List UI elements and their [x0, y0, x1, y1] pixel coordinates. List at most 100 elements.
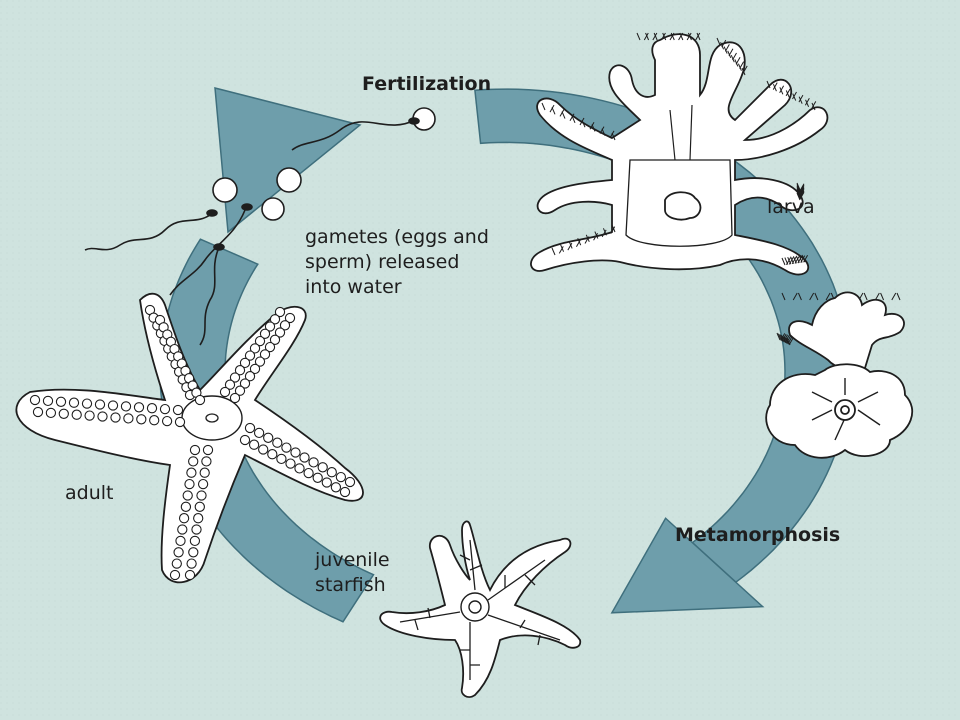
- tube-foot-mark: [32, 406, 44, 418]
- cilium-mark: [593, 232, 599, 241]
- cilium-mark: [653, 32, 658, 41]
- tube-foot-mark: [272, 437, 283, 448]
- tube-foot-mark: [193, 513, 204, 524]
- label-adult: adult: [65, 482, 114, 504]
- tube-foot-mark: [178, 513, 190, 524]
- label-larva: larva: [767, 196, 815, 218]
- cilium-mark: [660, 32, 666, 41]
- cilium-mark: [792, 256, 797, 264]
- cilium-mark: [783, 336, 788, 344]
- larva-cilia: [541, 32, 901, 346]
- tube-foot-mark: [254, 356, 266, 367]
- tube-foot-mark: [234, 385, 246, 396]
- cilium-mark: [579, 117, 585, 126]
- cilium-mark: [781, 292, 786, 301]
- tube-foot-mark: [42, 395, 54, 407]
- cilium-mark: [792, 91, 797, 100]
- larva-illustration: [530, 33, 829, 276]
- tube-foot-mark: [169, 569, 181, 581]
- label-metamorphosis: Metamorphosis: [675, 524, 841, 546]
- tube-foot-mark: [254, 335, 266, 347]
- cilium-mark: [669, 32, 675, 41]
- cycle-arrowhead-metamorphosis: [610, 517, 765, 614]
- tube-foot-mark: [191, 524, 202, 535]
- tube-foot-mark: [45, 407, 57, 419]
- tube-foot-mark: [184, 569, 196, 581]
- cilium-mark: [567, 242, 573, 251]
- cilium-mark: [799, 187, 805, 196]
- tube-foot-mark: [194, 394, 206, 406]
- cilium-mark: [825, 292, 831, 301]
- tube-foot-mark: [159, 403, 171, 415]
- cilium-mark: [610, 226, 616, 234]
- tube-foot-mark: [259, 328, 271, 339]
- adult-tube-feet: [29, 304, 356, 581]
- tube-foot-mark: [146, 403, 158, 414]
- label-gametes-line2: sperm) released: [305, 251, 460, 273]
- tube-foot-mark: [229, 372, 241, 383]
- sperm-icon: [84, 214, 211, 251]
- cilium-mark: [662, 32, 667, 41]
- tube-foot-mark: [239, 378, 251, 389]
- cilium-mark: [788, 337, 794, 345]
- tube-foot-mark: [269, 334, 281, 345]
- tube-foot-mark: [321, 477, 332, 488]
- cilium-mark: [805, 99, 810, 108]
- tube-foot-mark: [269, 314, 281, 325]
- tube-foot-mark: [339, 486, 351, 498]
- cilium-mark: [814, 292, 819, 301]
- cilium-mark: [584, 236, 590, 244]
- cilium-mark: [599, 126, 605, 134]
- cilium-mark: [792, 292, 798, 301]
- metamorphosing-larva-illustration: [765, 291, 914, 459]
- cilium-mark: [696, 32, 701, 41]
- sperm-icon: [169, 209, 246, 296]
- tube-foot-mark: [303, 467, 314, 479]
- cilium-mark: [785, 337, 790, 345]
- cilium-mark: [568, 241, 573, 249]
- cilium-mark: [591, 124, 596, 132]
- tube-foot-mark: [177, 524, 188, 535]
- cilium-mark: [730, 54, 735, 63]
- tube-foot-mark: [71, 409, 82, 420]
- cilium-mark: [551, 247, 556, 256]
- cilium-mark: [796, 189, 801, 198]
- cilium-mark: [561, 111, 566, 119]
- adult-starfish-illustration: [15, 292, 364, 584]
- cilium-mark: [594, 231, 599, 239]
- cilium-mark: [796, 184, 801, 192]
- cilium-mark: [787, 256, 792, 265]
- tube-foot-mark: [299, 452, 310, 463]
- cilium-mark: [796, 188, 801, 196]
- cilium-mark: [611, 224, 616, 233]
- cilium-mark: [766, 80, 771, 89]
- tube-foot-mark: [173, 547, 184, 558]
- tube-foot-mark: [274, 306, 286, 318]
- tube-foot-mark: [290, 447, 301, 458]
- label-fertilization: Fertilization: [362, 73, 492, 95]
- cilium-mark: [799, 189, 805, 197]
- cilium-mark: [551, 107, 556, 115]
- cilium-mark: [559, 109, 565, 117]
- cilium-mark: [601, 229, 607, 238]
- cilium-mark: [741, 67, 746, 76]
- tube-foot-mark: [29, 394, 41, 406]
- cilium-mark: [801, 254, 806, 263]
- cilium-mark: [779, 334, 784, 342]
- cilium-mark: [811, 102, 816, 111]
- tube-foot-mark: [186, 467, 197, 478]
- tube-foot-mark: [249, 363, 261, 375]
- juvenile-starfish-illustration: [379, 520, 582, 698]
- tube-foot-mark: [120, 401, 132, 412]
- tube-foot-mark: [182, 490, 193, 501]
- tube-foot-mark: [188, 547, 199, 558]
- cilium-mark: [577, 237, 582, 246]
- tube-foot-mark: [172, 404, 184, 416]
- label-gametes-line3: into water: [305, 276, 402, 298]
- cilium-mark: [796, 185, 801, 194]
- cilium-mark: [734, 59, 739, 67]
- cilium-mark: [571, 115, 576, 124]
- cilium-mark: [716, 37, 721, 46]
- tube-foot-mark: [274, 327, 286, 338]
